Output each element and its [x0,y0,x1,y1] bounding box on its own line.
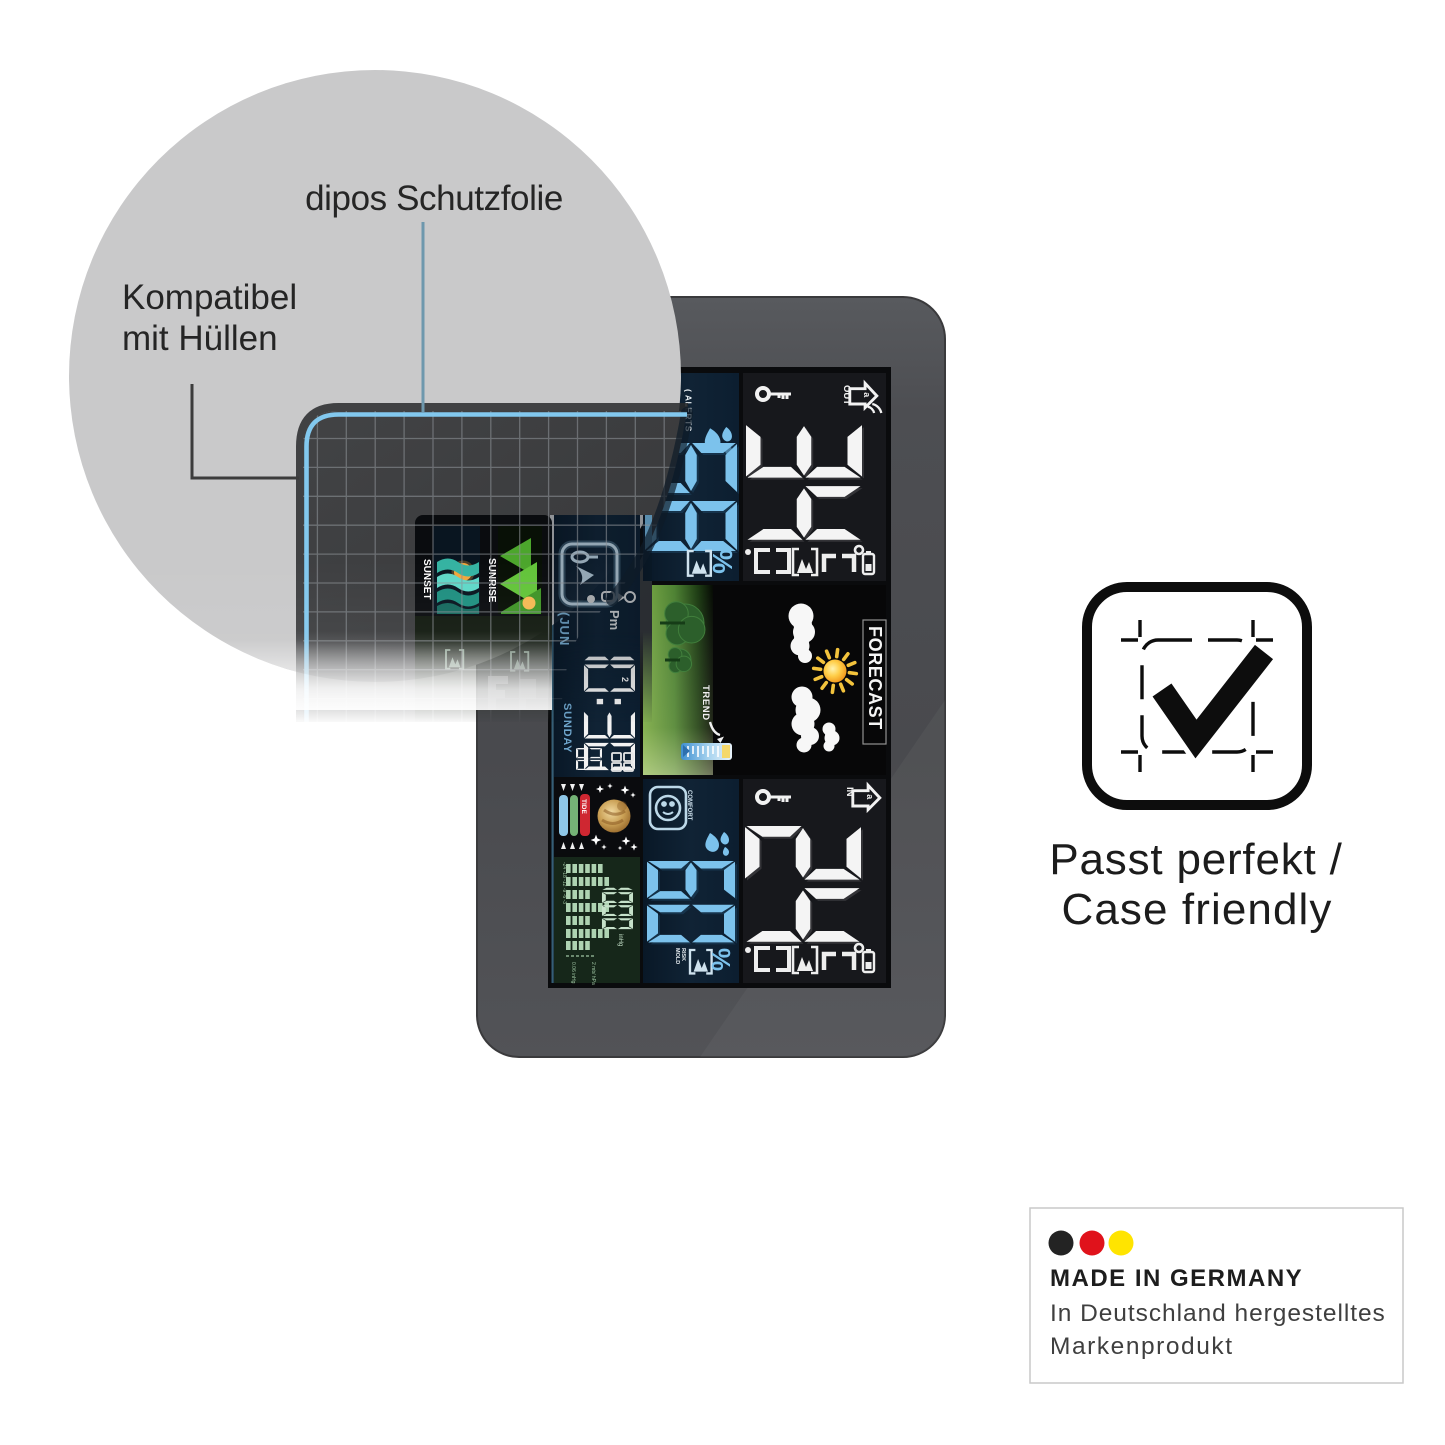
svg-text:mit Hüllen: mit Hüllen [122,319,278,358]
svg-text:inHg: inHg [617,934,623,946]
svg-text:FORECAST: FORECAST [865,626,885,730]
svg-text:%: % [707,549,738,574]
svg-text:IN: IN [844,787,855,797]
svg-text:(JUN: (JUN [557,612,572,646]
svg-text:Markenprodukt: Markenprodukt [1050,1333,1234,1360]
svg-text:-24 -18 -12 -9 -6 -3: -24 -18 -12 -9 -6 -3 [561,862,567,904]
svg-text:SUNDAY: SUNDAY [561,703,573,753]
svg-text:2: 2 [620,677,630,682]
svg-text:Case friendly: Case friendly [1061,885,1332,934]
svg-text:2 mb/ hPa: 2 mb/ hPa [590,962,596,985]
svg-text:COMFORT: COMFORT [686,790,692,821]
svg-text:Kompatibel: Kompatibel [122,278,297,317]
svg-text:TREND: TREND [700,685,711,721]
svg-text:In Deutschland hergestelltes: In Deutschland hergestelltes [1050,1300,1386,1327]
svg-text:OUT: OUT [841,385,852,405]
svg-text:RISK: RISK [680,948,686,961]
svg-text:dipos Schutzfolie: dipos Schutzfolie [305,179,563,218]
svg-text:MOLD: MOLD [674,948,680,964]
svg-text:0.06 inHg: 0.06 inHg [570,962,576,984]
svg-text:a: a [862,392,872,398]
svg-text:TIDE: TIDE [580,799,587,814]
svg-text:%: % [706,948,736,971]
svg-text:Passt perfekt /: Passt perfekt / [1049,835,1342,884]
svg-text:Pm: Pm [607,610,622,630]
svg-text:a: a [865,794,875,800]
svg-text:MADE IN GERMANY: MADE IN GERMANY [1050,1265,1303,1292]
